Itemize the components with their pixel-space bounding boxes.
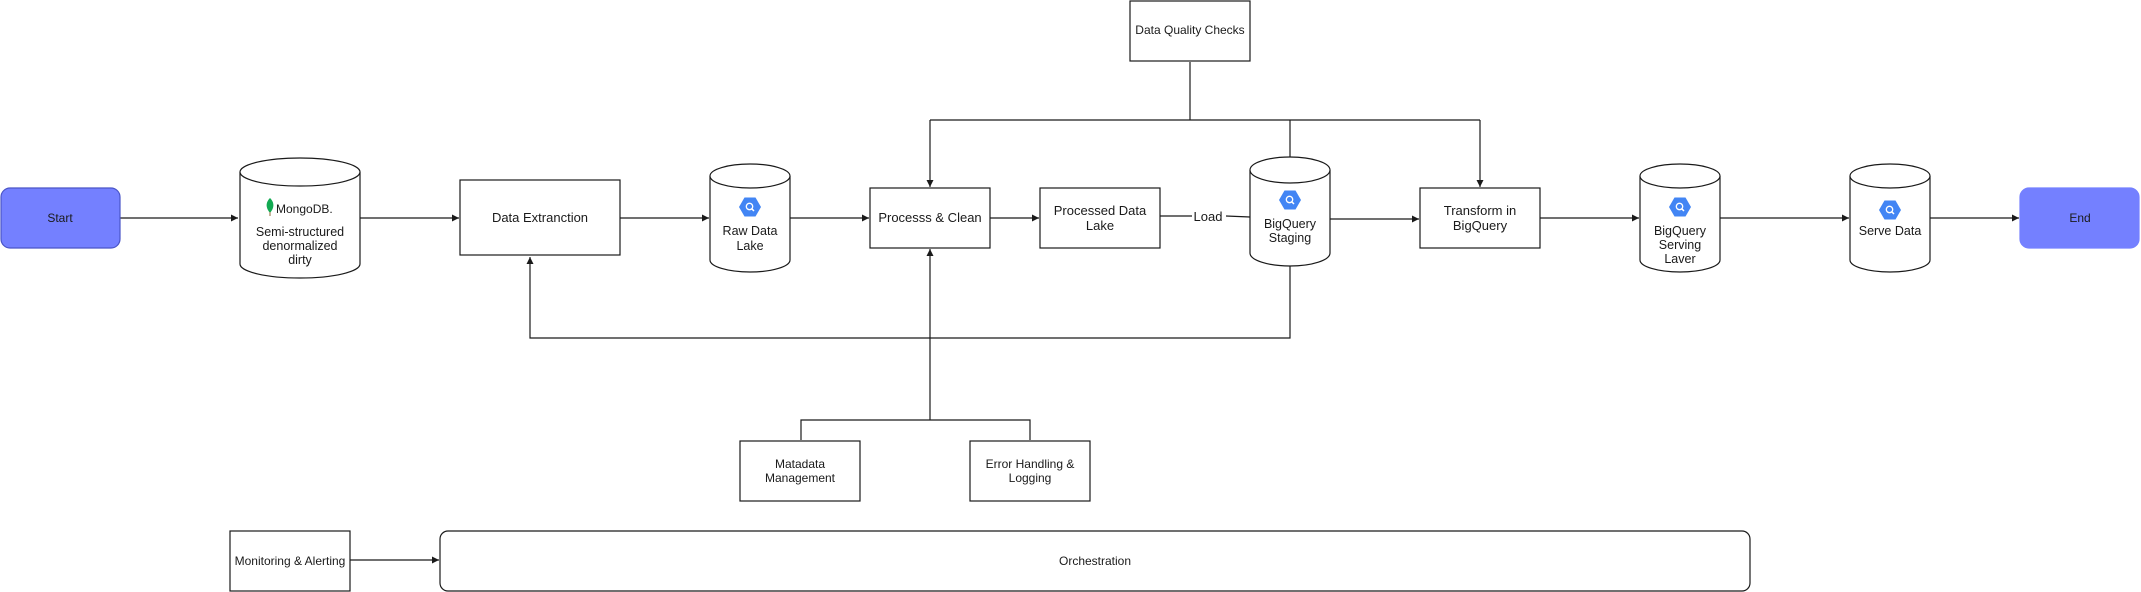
box-shape (439, 530, 1751, 592)
box-shape (1419, 187, 1541, 249)
staging-line-2: Staging (1269, 231, 1311, 245)
processed-lake-line-1: Processed Data (1054, 203, 1147, 218)
box-shape (969, 440, 1091, 502)
serve-data-cylinder[interactable]: Serve Data (1849, 163, 1931, 273)
monitoring-label: Monitoring & Alerting (235, 554, 346, 568)
bigquery-icon (1879, 200, 1901, 220)
mongodb-source-cylinder[interactable]: MongoDB. Semi-structured denormalized di… (239, 157, 361, 279)
start-shape (0, 187, 121, 249)
raw-data-lake-cylinder[interactable]: Raw Data Lake (709, 163, 791, 273)
cylinder-body (709, 176, 791, 273)
process-clean-box[interactable]: Processs & Clean (869, 187, 991, 249)
cylinder-top (1639, 163, 1721, 189)
bigquery-staging-cylinder[interactable]: BigQuery Staging (1249, 156, 1331, 267)
serve-data-label: Serve Data (1859, 224, 1922, 238)
processed-lake-line-2: Lake (1086, 218, 1114, 233)
serving-line-3: Laver (1664, 252, 1695, 266)
staging-line-1: BigQuery (1264, 217, 1317, 231)
transform-line-2: BigQuery (1453, 218, 1508, 233)
error-handling-box[interactable]: Error Handling & Logging (969, 440, 1091, 502)
mongodb-leaf-icon (266, 198, 274, 216)
edge-metadata-up (800, 419, 1031, 440)
load-label: Load (1194, 209, 1223, 224)
end-shape (2019, 187, 2140, 249)
box-shape (459, 179, 621, 256)
bigquery-icon (1279, 190, 1301, 210)
box-shape (1039, 187, 1161, 249)
monitoring-alerting-box[interactable]: Monitoring & Alerting (229, 530, 351, 592)
bigquery-icon (1669, 197, 1691, 217)
metadata-line-1: Matadata (775, 457, 825, 471)
cylinder-top (239, 157, 361, 187)
mongo-line-1: Semi-structured (256, 225, 344, 239)
start-label: Start (47, 211, 73, 225)
processed-data-lake-box[interactable]: Processed Data Lake (1039, 187, 1161, 249)
mongo-line-3: dirty (288, 253, 312, 267)
edge-load-to-staging (1225, 215, 1251, 218)
data-quality-checks-box[interactable]: Data Quality Checks (1129, 0, 1251, 62)
orchestration-box[interactable]: Orchestration (439, 530, 1751, 592)
data-quality-label: Data Quality Checks (1135, 23, 1244, 37)
cylinder-top (1849, 163, 1931, 189)
error-handling-line-1: Error Handling & (986, 457, 1075, 471)
end-label: End (2069, 211, 2090, 225)
process-clean-label: Processs & Clean (878, 210, 981, 225)
connectors (120, 62, 2019, 564)
cylinder-body (1849, 176, 1931, 273)
box-shape (229, 530, 351, 592)
cylinder-top (709, 163, 791, 189)
cylinder-body (1249, 170, 1331, 267)
data-extraction-box[interactable]: Data Extranction (459, 179, 621, 256)
metadata-line-2: Management (765, 471, 836, 485)
end-node[interactable]: End (2019, 187, 2140, 249)
mongo-line-2: denormalized (262, 239, 337, 253)
transform-bigquery-box[interactable]: Transform in BigQuery (1419, 187, 1541, 249)
cylinder-top (1249, 156, 1331, 184)
cylinder-body (1639, 176, 1721, 273)
box-shape (1129, 0, 1251, 62)
box-shape (869, 187, 991, 249)
raw-lake-line-2: Lake (736, 239, 763, 253)
edge-staging-feedback (526, 257, 1291, 339)
serving-line-2: Serving (1659, 238, 1701, 252)
raw-lake-line-1: Raw Data (723, 224, 778, 238)
bigquery-icon (739, 197, 761, 217)
serving-line-1: BigQuery (1654, 224, 1707, 238)
error-handling-line-2: Logging (1009, 471, 1052, 485)
data-extraction-label: Data Extranction (492, 210, 588, 225)
transform-line-1: Transform in (1444, 203, 1516, 218)
box-shape (739, 440, 861, 502)
orchestration-label: Orchestration (1059, 554, 1131, 568)
bigquery-serving-cylinder[interactable]: BigQuery Serving Laver (1639, 163, 1721, 273)
start-node[interactable]: Start (0, 187, 121, 249)
metadata-management-box[interactable]: Matadata Management (739, 440, 861, 502)
mongodb-logo-text: MongoDB. (276, 202, 333, 216)
